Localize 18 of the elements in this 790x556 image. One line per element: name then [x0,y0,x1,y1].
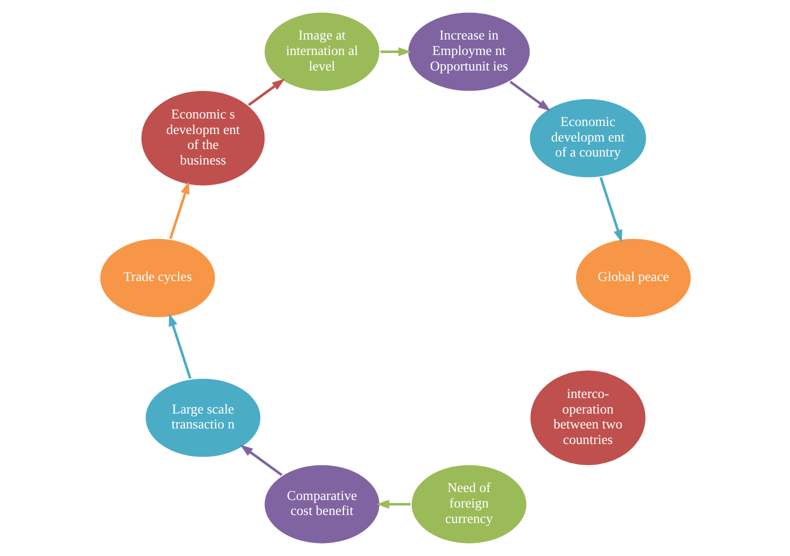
node-ellipse: Image at internation al level [262,10,381,93]
arrow [376,500,410,509]
arrow [380,47,411,56]
node-ellipse: interco- operation between two countries [528,368,647,467]
arrow [509,80,550,112]
arrow [240,444,282,476]
arrow [168,313,191,379]
node-ellipse: Economic developm ent of a country [528,97,648,179]
node-ellipse: Global peace [574,237,692,319]
node-ellipse: Need of foreign currency [409,463,528,546]
arrow [168,181,189,240]
arrow [247,78,284,106]
node-ellipse: Trade cycles [98,237,216,319]
arrow [599,177,622,243]
node-ellipse: Large scale transactio n [143,377,262,459]
node-ellipse: Economic s developm ent of the business [139,89,266,188]
node-ellipse: Increase in Employme nt Opportunit ies [406,10,531,93]
node-ellipse: Comparative cost benefit [262,463,381,546]
